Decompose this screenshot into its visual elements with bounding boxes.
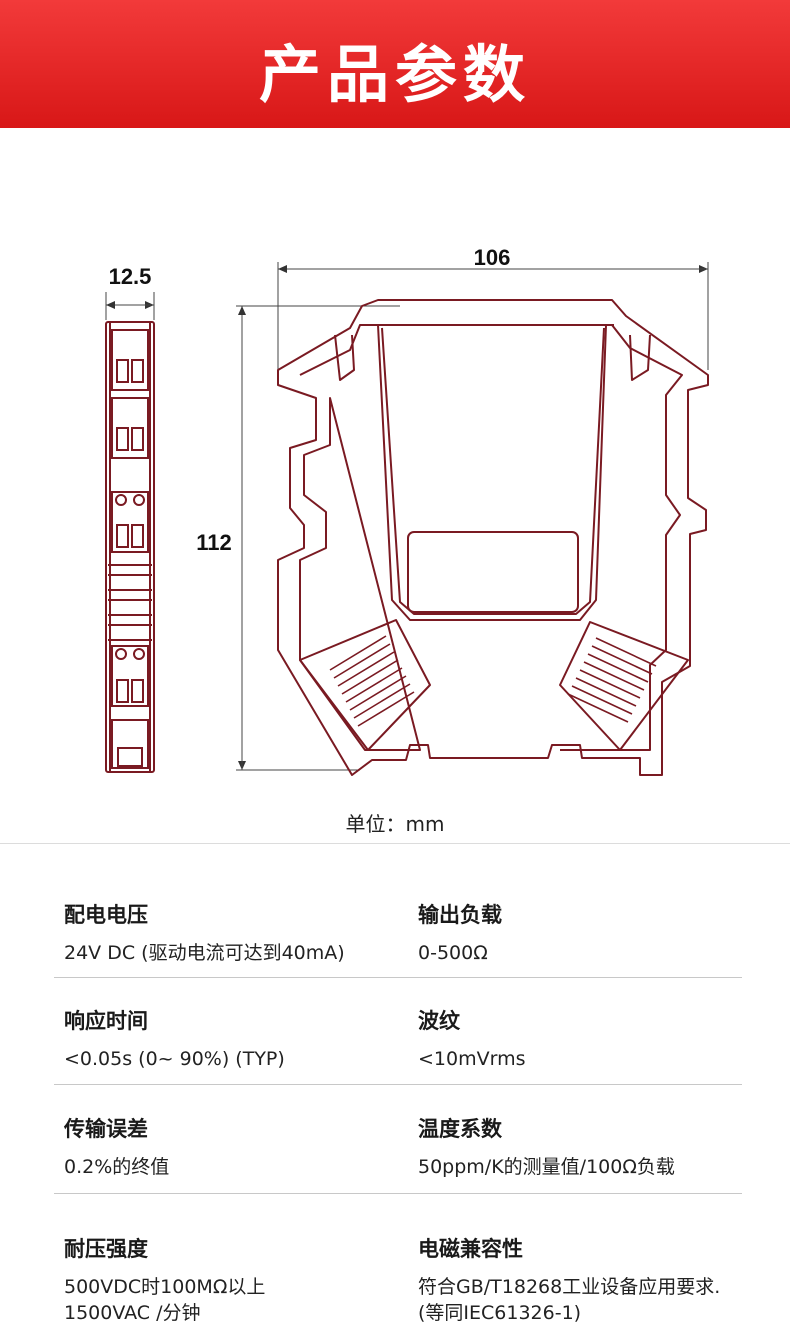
spec-value: 0.2%的终值	[64, 1156, 170, 1178]
spec-label: 温度系数	[418, 1117, 502, 1141]
spec-ripple: 波纹 <10mVrms	[418, 1006, 748, 1072]
side-view	[105, 321, 155, 773]
spec-temperature-coefficient: 温度系数 50ppm/K的测量值/100Ω负载	[418, 1114, 748, 1180]
dimension-lines	[105, 262, 709, 771]
spec-label: 响应时间	[64, 1009, 148, 1033]
spec-emc: 电磁兼容性 符合GB/T18268工业设备应用要求. (等同IEC61326-1…	[418, 1234, 778, 1326]
vent-left	[329, 635, 415, 727]
dim-side-width: 12.5	[109, 264, 152, 289]
spec-value: 符合GB/T18268工业设备应用要求.	[418, 1276, 721, 1298]
spec-value: 500VDC时100MΩ以上	[64, 1276, 266, 1298]
vent-right	[567, 637, 657, 723]
row-divider	[54, 1084, 742, 1085]
spec-label: 波纹	[418, 1009, 460, 1033]
unit-label: 单位：mm	[345, 812, 445, 836]
spec-output-load: 输出负载 0-500Ω	[418, 900, 748, 966]
dimension-drawing: 12.5 106 112	[105, 245, 709, 776]
spec-value: 0-500Ω	[418, 942, 488, 964]
spec-supply-voltage: 配电电压 24V DC (驱动电流可达到40mA)	[64, 900, 394, 966]
spec-dielectric-strength: 耐压强度 500VDC时100MΩ以上 1500VAC /分钟	[64, 1234, 394, 1326]
spec-value-2: 1500VAC /分钟	[64, 1302, 201, 1324]
spec-value: <10mVrms	[418, 1048, 526, 1070]
section-divider	[0, 843, 790, 844]
front-view	[277, 299, 709, 776]
spec-response-time: 响应时间 <0.05s (0~ 90%) (TYP)	[64, 1006, 394, 1072]
row-divider	[54, 977, 742, 978]
spec-label: 配电电压	[64, 903, 148, 927]
spec-value: 50ppm/K的测量值/100Ω负载	[418, 1156, 675, 1178]
spec-label: 耐压强度	[64, 1237, 148, 1261]
dim-front-width: 106	[474, 245, 511, 270]
spec-value: <0.05s (0~ 90%) (TYP)	[64, 1048, 285, 1070]
spec-label: 电磁兼容性	[418, 1237, 523, 1261]
spec-value: 24V DC (驱动电流可达到40mA)	[64, 942, 345, 964]
row-divider	[54, 1193, 742, 1194]
page-title: 产品参数	[258, 38, 531, 111]
spec-value-2: (等同IEC61326-1)	[418, 1302, 582, 1324]
spec-label: 传输误差	[64, 1117, 148, 1141]
dim-height: 112	[196, 530, 232, 555]
spec-transfer-error: 传输误差 0.2%的终值	[64, 1114, 394, 1180]
header-banner: 产品参数	[0, 0, 790, 128]
spec-label: 输出负载	[418, 903, 502, 927]
